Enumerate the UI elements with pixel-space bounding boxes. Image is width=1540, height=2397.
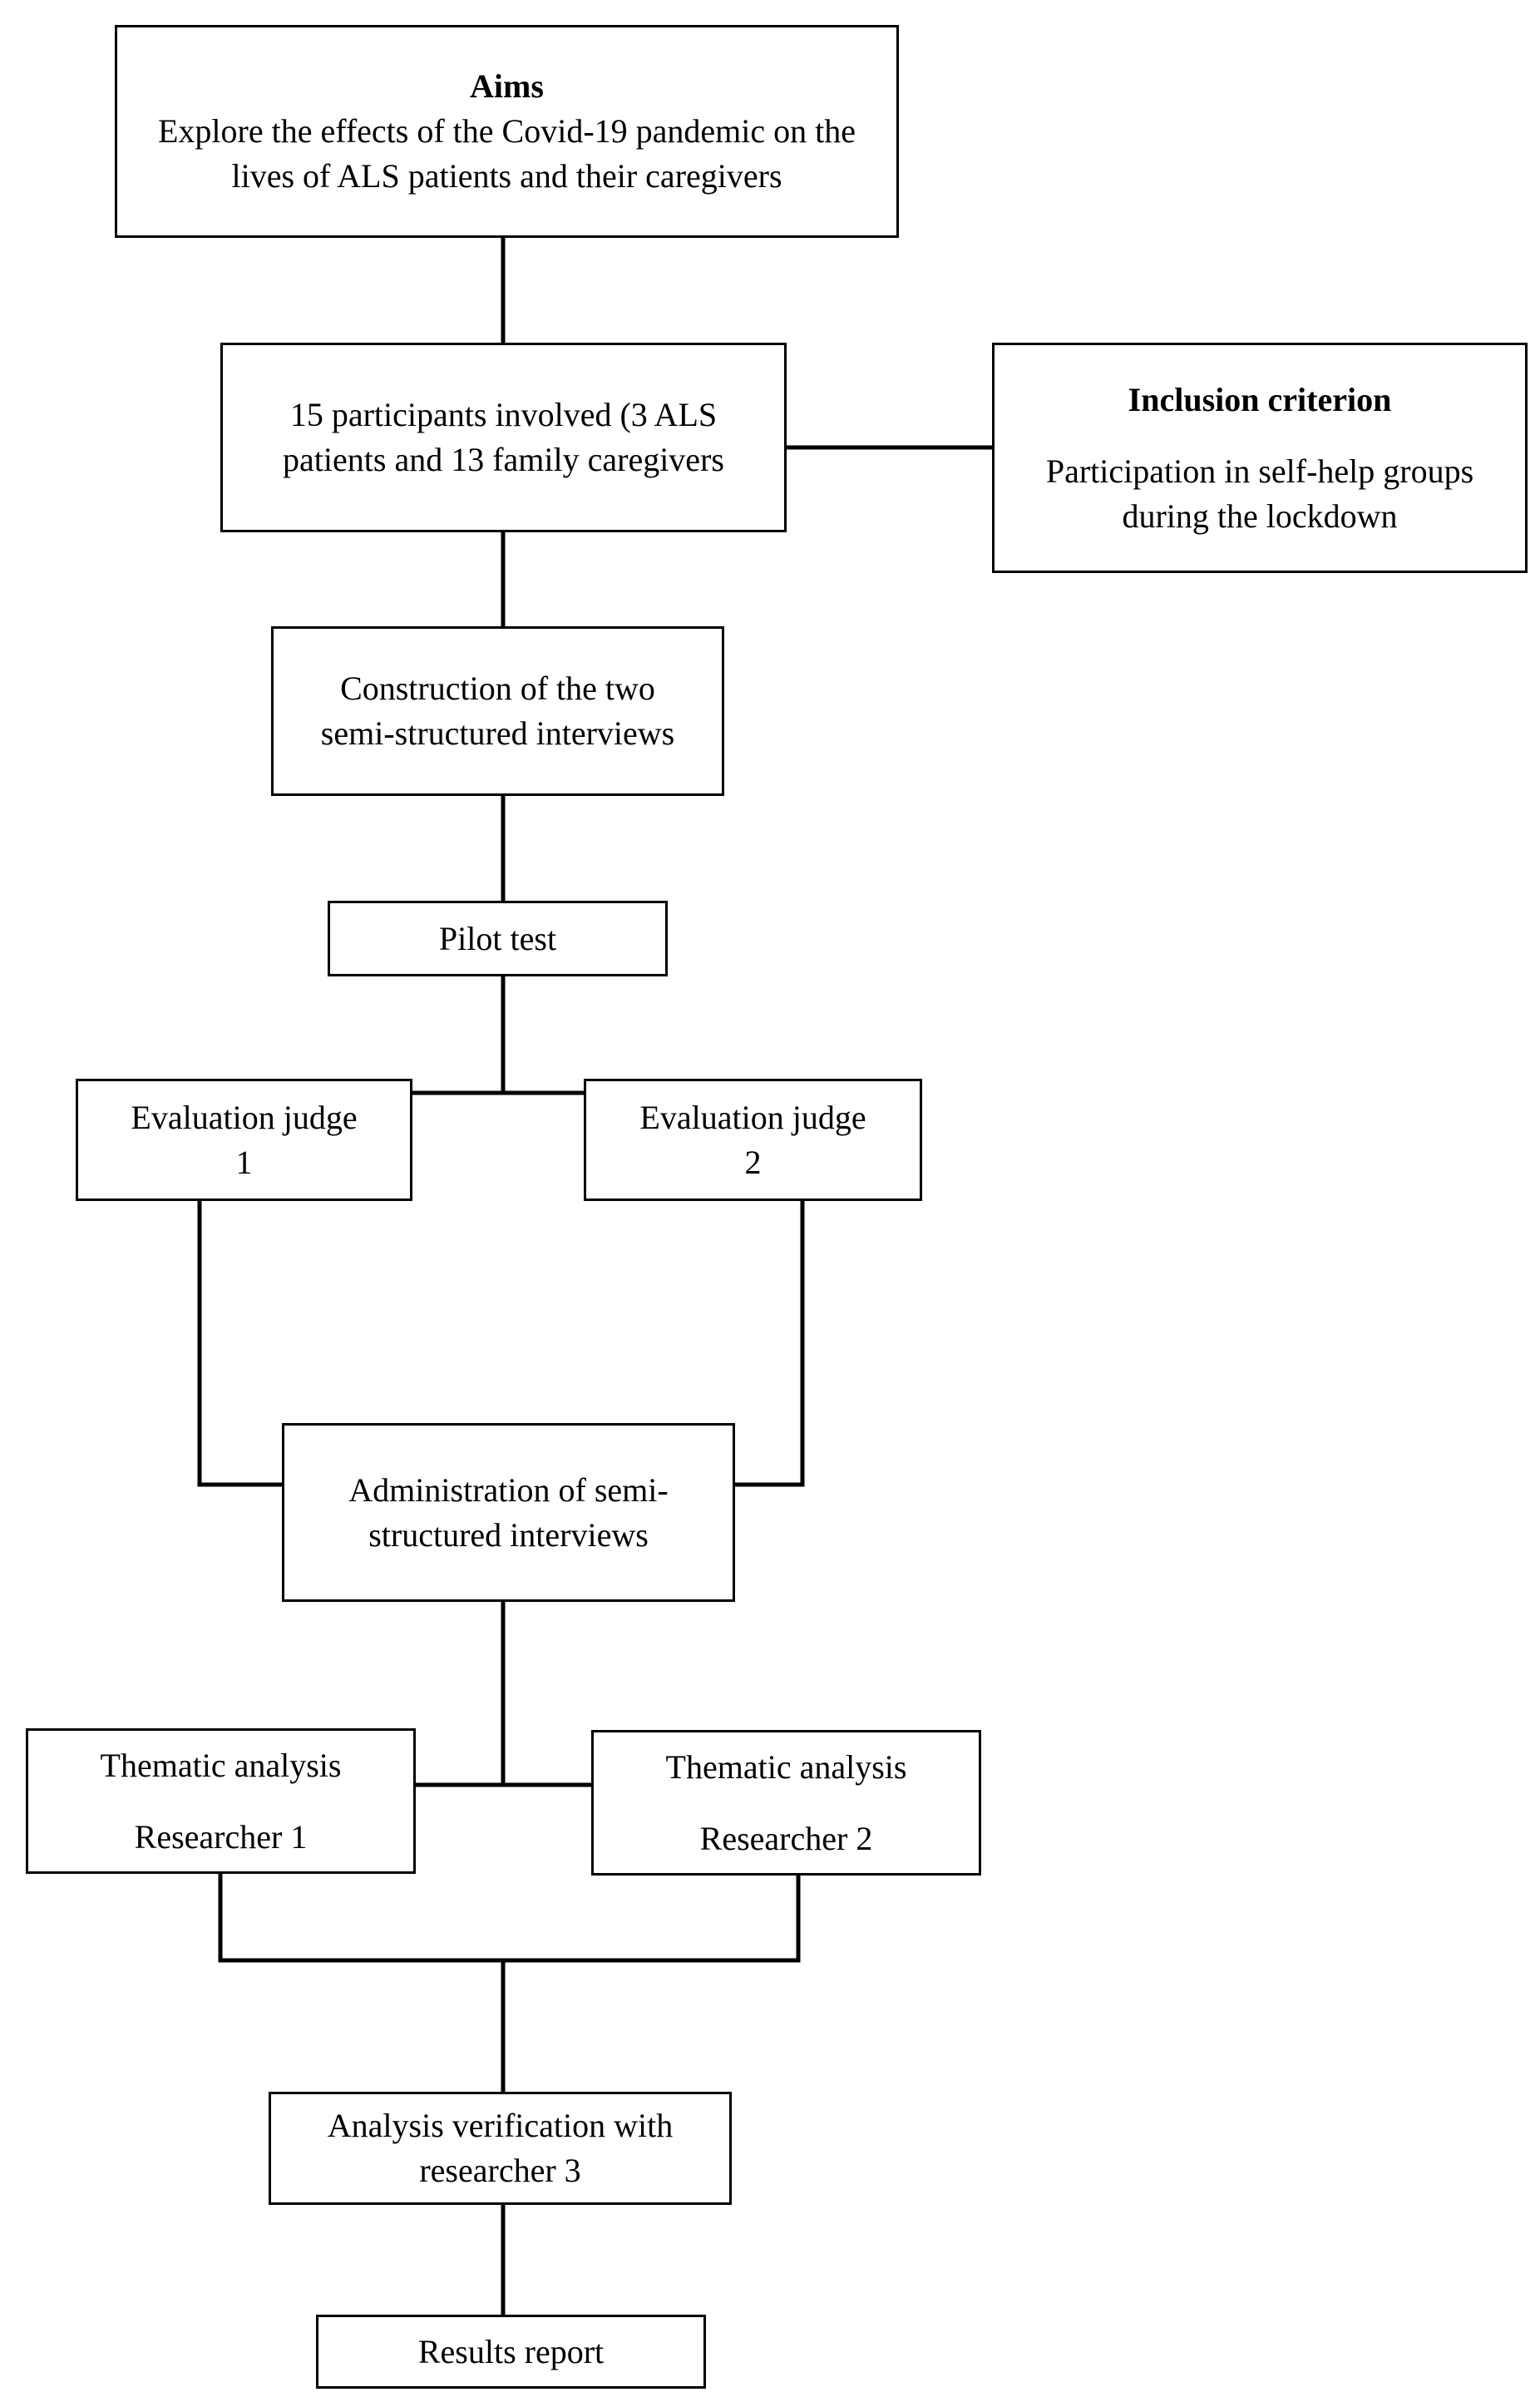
pilot-test-box: Pilot test	[328, 901, 668, 976]
verification-text: Analysis verification with researcher 3	[327, 2107, 674, 2189]
results-text: Results report	[417, 2332, 605, 2370]
pilot-text: Pilot test	[438, 919, 557, 957]
thematic2-text: Researcher 2	[699, 1819, 873, 1857]
inclusion-criterion-box: Inclusion criterion Participation in sel…	[992, 343, 1528, 573]
administration-text: Administration of semi-structured interv…	[348, 1470, 669, 1554]
thematic-analysis-2-box: Thematic analysis Researcher 2	[591, 1730, 981, 1876]
administration-box: Administration of semi-structured interv…	[282, 1423, 735, 1602]
evaluation-judge-2-box: Evaluation judge 2	[584, 1079, 922, 1201]
aims-text: Explore the effects of the Covid-19 pand…	[157, 112, 856, 195]
aims-title: Aims	[470, 67, 544, 105]
thematic-analysis-1-box: Thematic analysis Researcher 1	[26, 1728, 416, 1874]
analysis-verification-box: Analysis verification with researcher 3	[269, 2092, 732, 2205]
participants-box: 15 participants involved (3 ALS patients…	[220, 343, 787, 532]
thematic1-title: Thematic analysis	[100, 1746, 342, 1784]
inclusion-text: Participation in self-help groups during…	[1045, 452, 1474, 535]
aims-box: Aims Explore the effects of the Covid-19…	[115, 25, 899, 238]
thematic1-text: Researcher 1	[134, 1817, 308, 1856]
results-report-box: Results report	[316, 2315, 706, 2389]
construction-text: Construction of the two semi-structured …	[320, 670, 675, 752]
evaluation-judge-1-box: Evaluation judge 1	[76, 1079, 412, 1201]
thematic2-title: Thematic analysis	[665, 1747, 907, 1786]
participants-text: 15 participants involved (3 ALS patients…	[283, 396, 724, 478]
inclusion-title: Inclusion criterion	[1128, 380, 1392, 418]
construction-box: Construction of the two semi-structured …	[271, 626, 724, 796]
judge2-text: Evaluation judge 2	[639, 1098, 866, 1181]
judge1-text: Evaluation judge 1	[131, 1098, 358, 1181]
